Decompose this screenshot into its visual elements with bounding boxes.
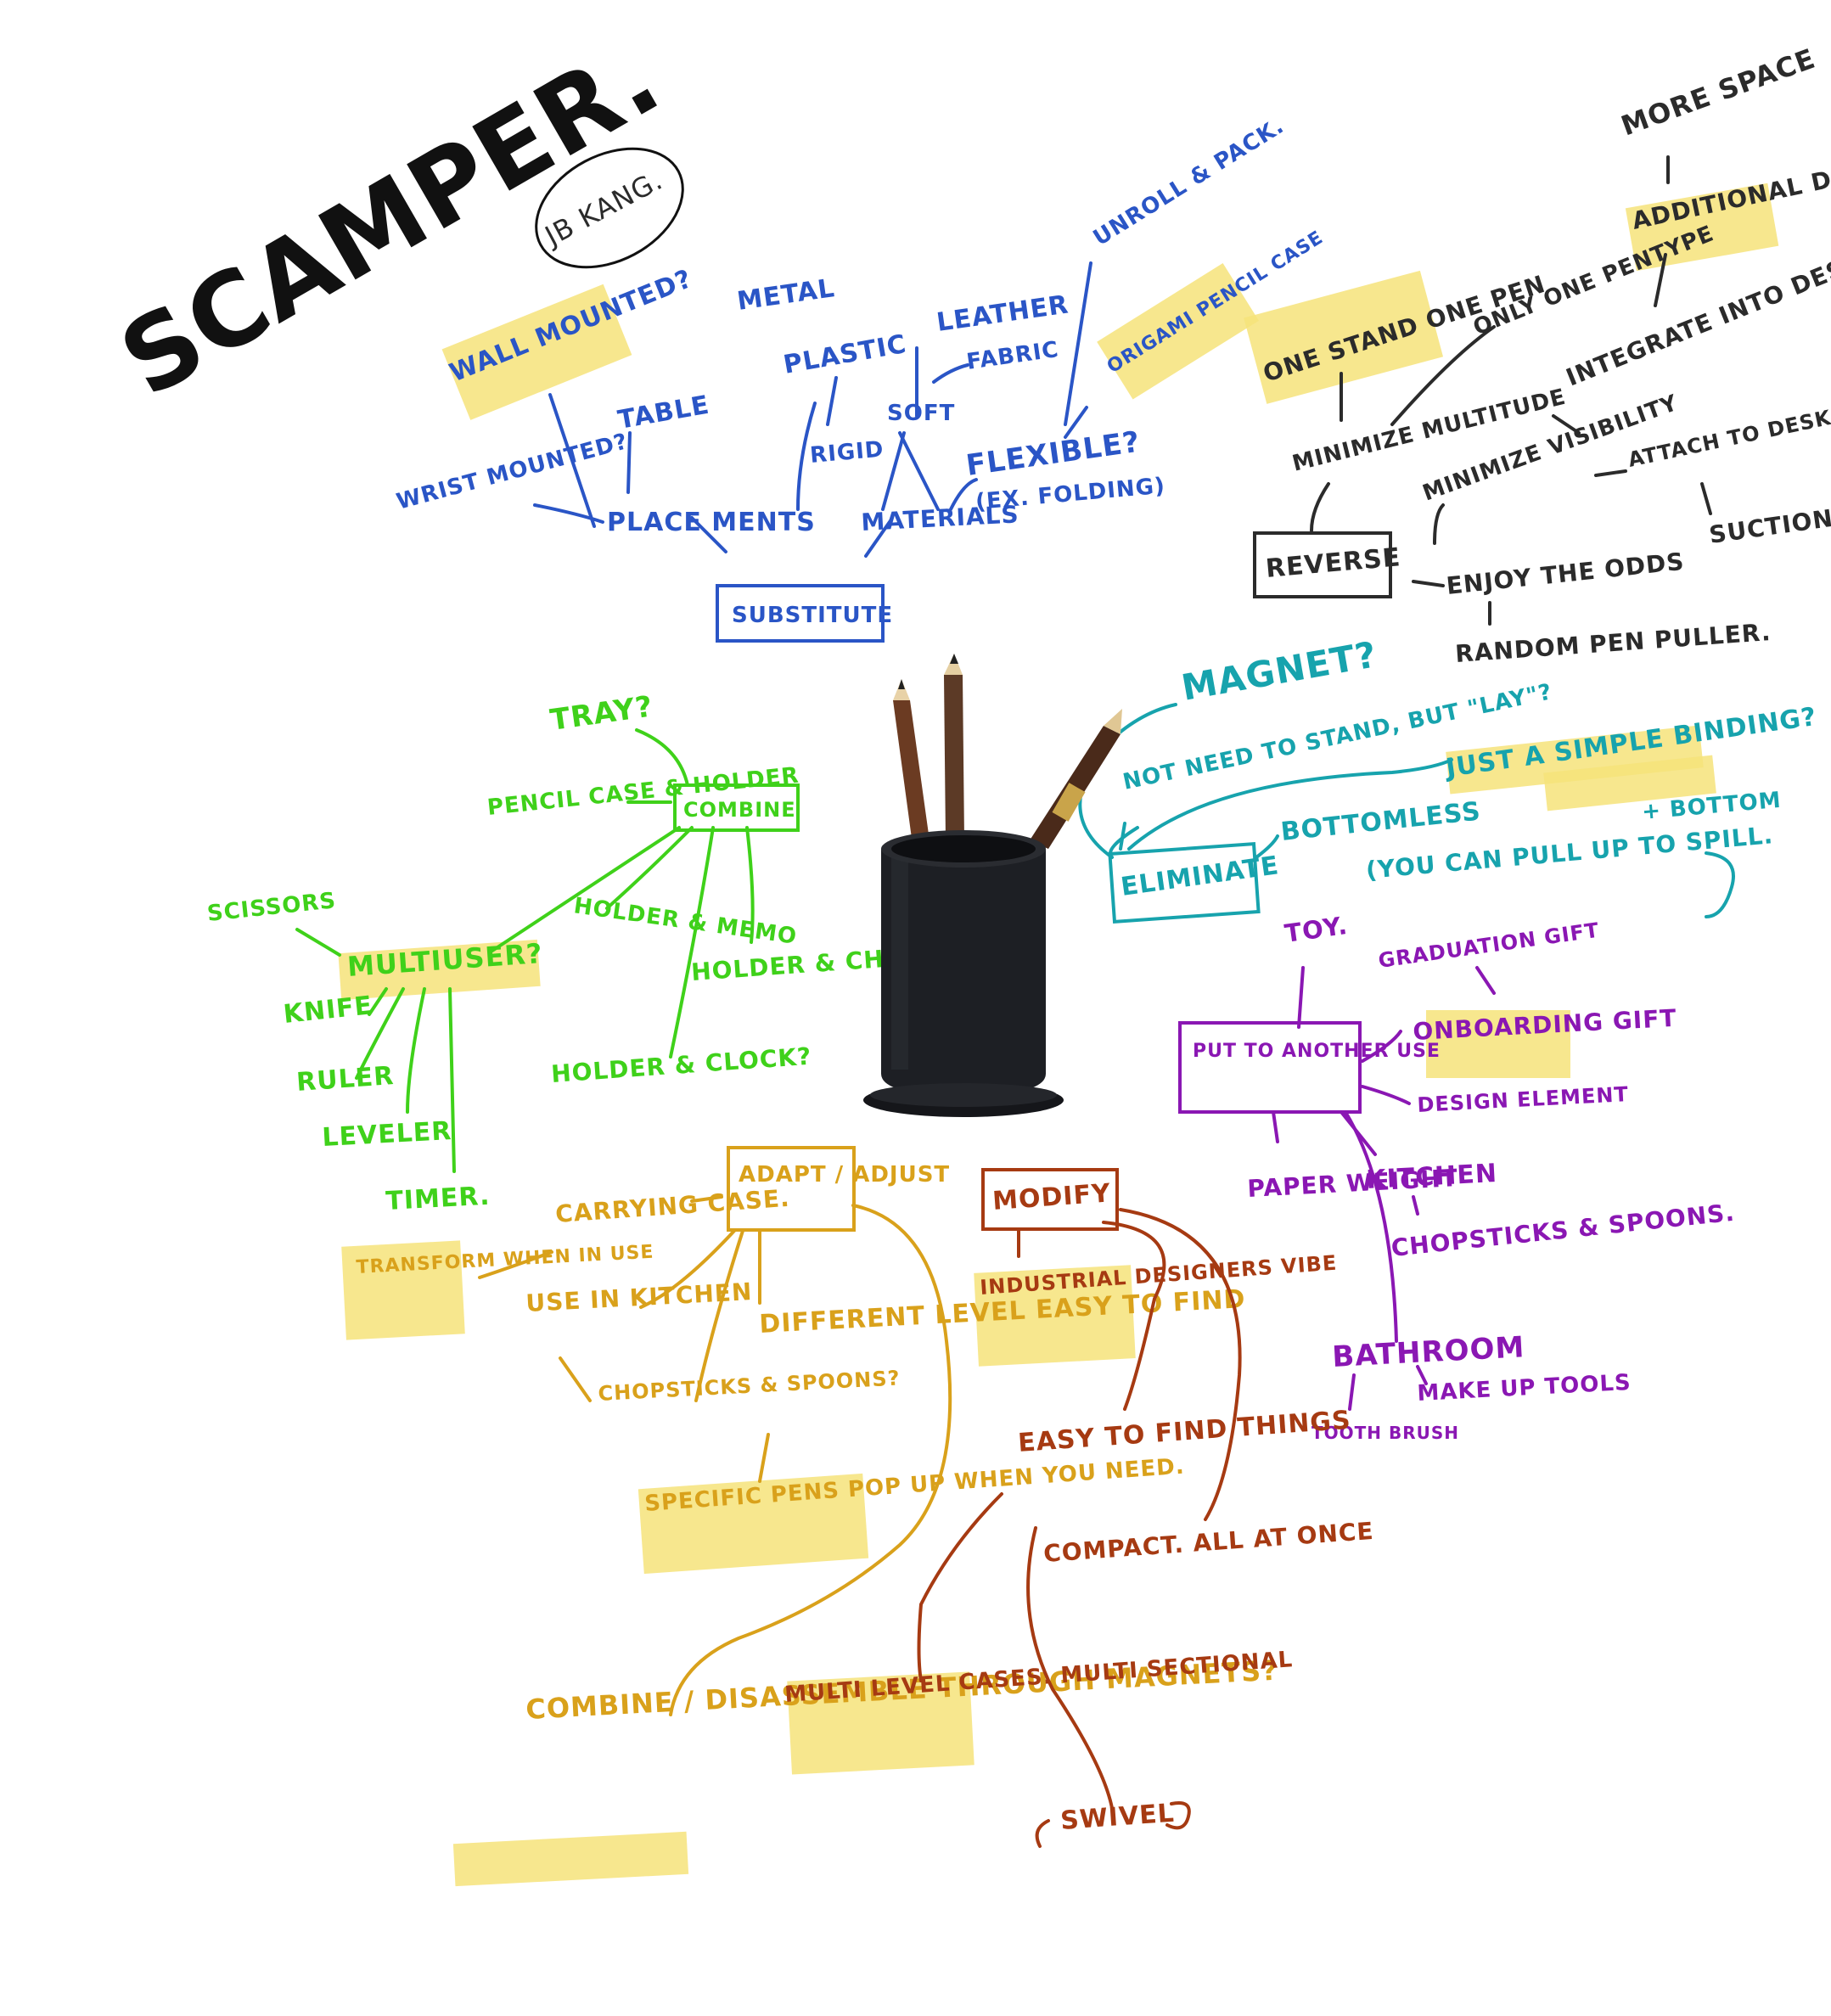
substitute-soft: SOFT xyxy=(887,401,955,426)
substitute-plastic: PLASTIC xyxy=(781,329,908,380)
eliminate-box xyxy=(1108,842,1261,924)
highlight-magnets xyxy=(452,1831,689,1887)
substitute-folding: (EX. FOLDING) xyxy=(974,474,1166,515)
modify-box xyxy=(981,1168,1119,1231)
another-use-branch: PUT TO ANOTHER USE TOY. GRADUATION GIFT … xyxy=(1178,911,1736,1443)
highlights xyxy=(338,183,1779,1887)
modify-swivel: SWIVEL xyxy=(1059,1799,1176,1836)
combine-scissors: SCISSORS xyxy=(206,888,338,927)
highlight-multi xyxy=(787,1671,974,1775)
combine-branch: COMBINE TRAY? PENCIL CASE & HOLDER MULTI… xyxy=(206,689,980,1216)
author-circle xyxy=(535,147,684,269)
another-use-kitchen: KITCHEN xyxy=(1366,1159,1498,1195)
substitute-placements: PLACE MENTS xyxy=(607,508,816,537)
substitute-fabric: FABRIC xyxy=(965,337,1061,375)
modify-compact: COMPACT. ALL AT ONCE xyxy=(1042,1517,1374,1568)
eliminate-magnet: MAGNET? xyxy=(1178,633,1380,709)
substitute-box xyxy=(716,584,885,643)
pencil-holder-image xyxy=(863,654,1122,1117)
highlight-transform xyxy=(341,1240,465,1340)
highlight-industrial xyxy=(974,1265,1136,1367)
highlight-specific xyxy=(637,1473,869,1575)
another-use-box-label: PUT TO ANOTHER USE xyxy=(1193,1041,1441,1062)
modify-easy: EASY TO FIND THINGS xyxy=(1017,1406,1352,1458)
highlight-simple-2 xyxy=(1543,755,1716,811)
adapt-box-label: ADAPT / ADJUST xyxy=(739,1162,950,1188)
highlight-simple-1 xyxy=(1446,725,1704,795)
reverse-random: RANDOM PEN PULLER. xyxy=(1454,618,1772,668)
combine-ruler: RULER xyxy=(295,1061,395,1098)
substitute-unroll: UNROLL & PACK. xyxy=(1089,113,1289,251)
substitute-leather: LEATHER xyxy=(935,289,1070,337)
another-use-chopsticks: CHOPSTICKS & SPOONS. xyxy=(1390,1199,1736,1262)
highlight-one-stand xyxy=(1244,270,1444,404)
substitute-wrist: WRIST MOUNTED? xyxy=(394,429,631,515)
adapt-chopsticks: CHOPSTICKS & SPOONS? xyxy=(598,1366,901,1406)
highlight-wall xyxy=(441,284,632,420)
highlight-multiuser xyxy=(338,939,541,1001)
adapt-carrying: CARRYING CASE. xyxy=(554,1184,790,1228)
another-use-box xyxy=(1178,1021,1362,1114)
reverse-enjoy: ENJOY THE ODDS xyxy=(1445,548,1686,600)
reverse-more-space: MORE SPACE xyxy=(1617,42,1820,143)
another-use-design: DESIGN ELEMENT xyxy=(1417,1082,1630,1117)
substitute-metal: METAL xyxy=(735,273,837,317)
combine-timer: TIMER. xyxy=(385,1182,491,1216)
another-use-bathroom: BATHROOM xyxy=(1331,1330,1525,1374)
reverse-branch: REVERSE ONE STAND ONE PEN ONLY ONE PENTY… xyxy=(1253,42,1831,668)
adapt-specific: SPECIFIC PENS POP UP WHEN YOU NEED. xyxy=(643,1454,1185,1517)
combine-leveler: LEVELER xyxy=(322,1116,453,1153)
substitute-box-label: SUBSTITUTE xyxy=(732,603,893,628)
substitute-flexible: FLEXIBLE? xyxy=(964,425,1143,483)
combine-memo: HOLDER & MEMO xyxy=(572,893,799,950)
another-use-toothbrush: TOOTH BRUSH xyxy=(1311,1423,1459,1443)
pencils xyxy=(893,654,1122,849)
reverse-box-label: REVERSE xyxy=(1265,542,1402,584)
highlight-onboarding xyxy=(1426,1010,1570,1078)
another-use-graduation: GRADUATION GIFT xyxy=(1377,918,1601,973)
modify-box-label: MODIFY xyxy=(991,1178,1112,1216)
reverse-suction: SUCTION. xyxy=(1707,503,1831,549)
highlight-additional xyxy=(1625,183,1779,272)
highlight-origami xyxy=(1097,262,1259,400)
another-use-toy: TOY. xyxy=(1283,911,1350,948)
combine-box xyxy=(673,783,800,832)
adapt-box xyxy=(727,1146,856,1232)
substitute-rigid: RIGID xyxy=(809,436,885,468)
combine-clock: HOLDER & CLOCK? xyxy=(550,1042,812,1088)
combine-box-label: COMBINE xyxy=(683,798,796,822)
substitute-table: TABLE xyxy=(615,390,711,435)
combine-knife: KNIFE xyxy=(282,991,374,1030)
reverse-box xyxy=(1253,531,1392,598)
another-use-makeup: MAKE UP TOOLS xyxy=(1417,1370,1632,1407)
eliminate-bottomless: BOTTOMLESS xyxy=(1279,796,1482,847)
